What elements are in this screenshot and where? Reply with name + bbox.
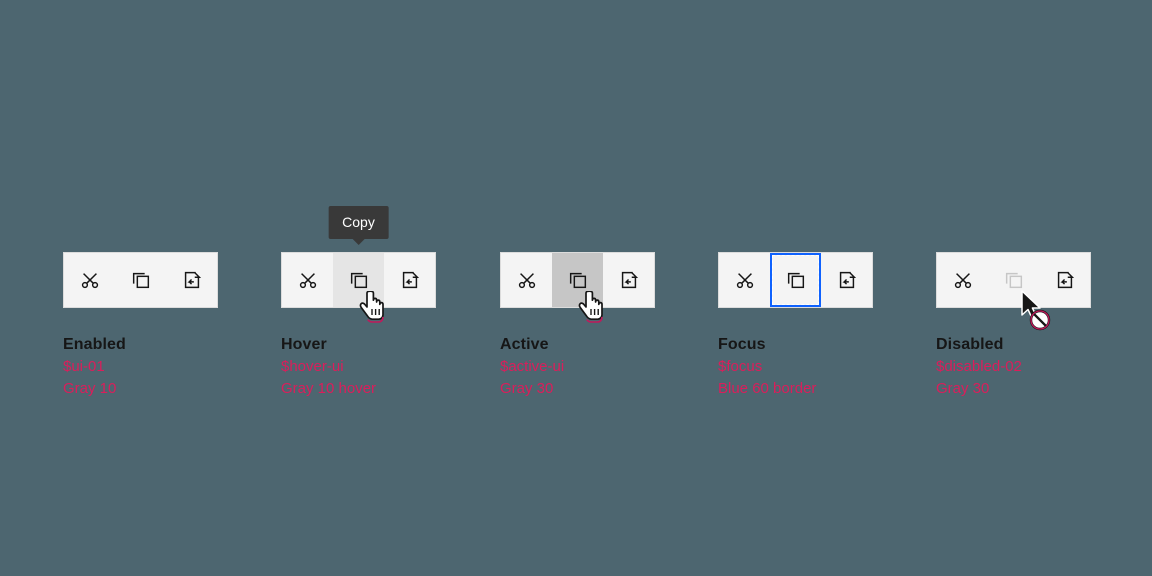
copy-button[interactable]	[115, 253, 166, 307]
labels-enabled: Enabled $ui-01 Gray 10	[63, 335, 218, 399]
copy-button[interactable]	[770, 253, 821, 307]
copy-icon	[348, 269, 370, 291]
state-swatch: Gray 10 hover	[281, 380, 377, 397]
labels-disabled: Disabled $disabled-02 Gray 30	[936, 335, 1091, 399]
state-title: Focus	[718, 336, 766, 353]
labels-active: Active $active-ui Gray 30	[500, 335, 655, 399]
state-swatch: Gray 30	[936, 380, 990, 397]
state-title: Disabled	[936, 336, 1004, 353]
cut-button[interactable]	[719, 253, 770, 307]
toolbar-focus	[718, 252, 873, 308]
toolbar-enabled	[63, 252, 218, 308]
copy-button[interactable]	[333, 253, 384, 307]
toolbar-disabled	[936, 252, 1091, 308]
copy-icon	[785, 269, 807, 291]
state-column-active: Active $active-ui Gray 30	[500, 252, 655, 399]
state-token: $active-ui	[500, 358, 565, 375]
copy-button	[988, 253, 1039, 307]
cut-button[interactable]	[282, 253, 333, 307]
state-column-hover: Copy	[281, 206, 436, 399]
cut-icon	[952, 269, 974, 291]
paste-button[interactable]	[1039, 253, 1090, 307]
state-token: $hover-ui	[281, 358, 344, 375]
cut-button[interactable]	[501, 253, 552, 307]
paste-icon	[836, 269, 858, 291]
paste-icon	[399, 269, 421, 291]
toolbar-hover: Copy	[281, 206, 436, 308]
cut-icon	[734, 269, 756, 291]
cut-button[interactable]	[937, 253, 988, 307]
paste-button[interactable]	[821, 253, 872, 307]
state-title: Active	[500, 336, 549, 353]
state-swatch: Gray 30	[500, 380, 554, 397]
state-column-focus: Focus $focus Blue 60 border	[718, 252, 873, 399]
state-title: Hover	[281, 336, 327, 353]
state-token: $ui-01	[63, 358, 105, 375]
state-token: $focus	[718, 358, 763, 375]
labels-focus: Focus $focus Blue 60 border	[718, 335, 873, 399]
cut-icon	[516, 269, 538, 291]
toolbar-active	[500, 252, 655, 308]
tooltip-copy: Copy	[328, 206, 389, 245]
labels-hover: Hover $hover-ui Gray 10 hover	[281, 335, 436, 399]
tooltip-label: Copy	[342, 214, 375, 230]
copy-button[interactable]	[552, 253, 603, 307]
paste-icon	[1054, 269, 1076, 291]
paste-button[interactable]	[384, 253, 435, 307]
paste-button[interactable]	[166, 253, 217, 307]
cut-button[interactable]	[64, 253, 115, 307]
state-swatch: Gray 10	[63, 380, 117, 397]
copy-icon	[567, 269, 589, 291]
paste-icon	[181, 269, 203, 291]
copy-icon	[1003, 269, 1025, 291]
cut-icon	[297, 269, 319, 291]
state-swatch: Blue 60 border	[718, 380, 817, 397]
state-token: $disabled-02	[936, 358, 1022, 375]
state-column-disabled: Disabled $disabled-02 Gray 30	[936, 252, 1091, 399]
paste-button[interactable]	[603, 253, 654, 307]
copy-icon	[130, 269, 152, 291]
cut-icon	[79, 269, 101, 291]
state-title: Enabled	[63, 336, 126, 353]
state-column-enabled: Enabled $ui-01 Gray 10	[63, 252, 218, 399]
paste-icon	[618, 269, 640, 291]
